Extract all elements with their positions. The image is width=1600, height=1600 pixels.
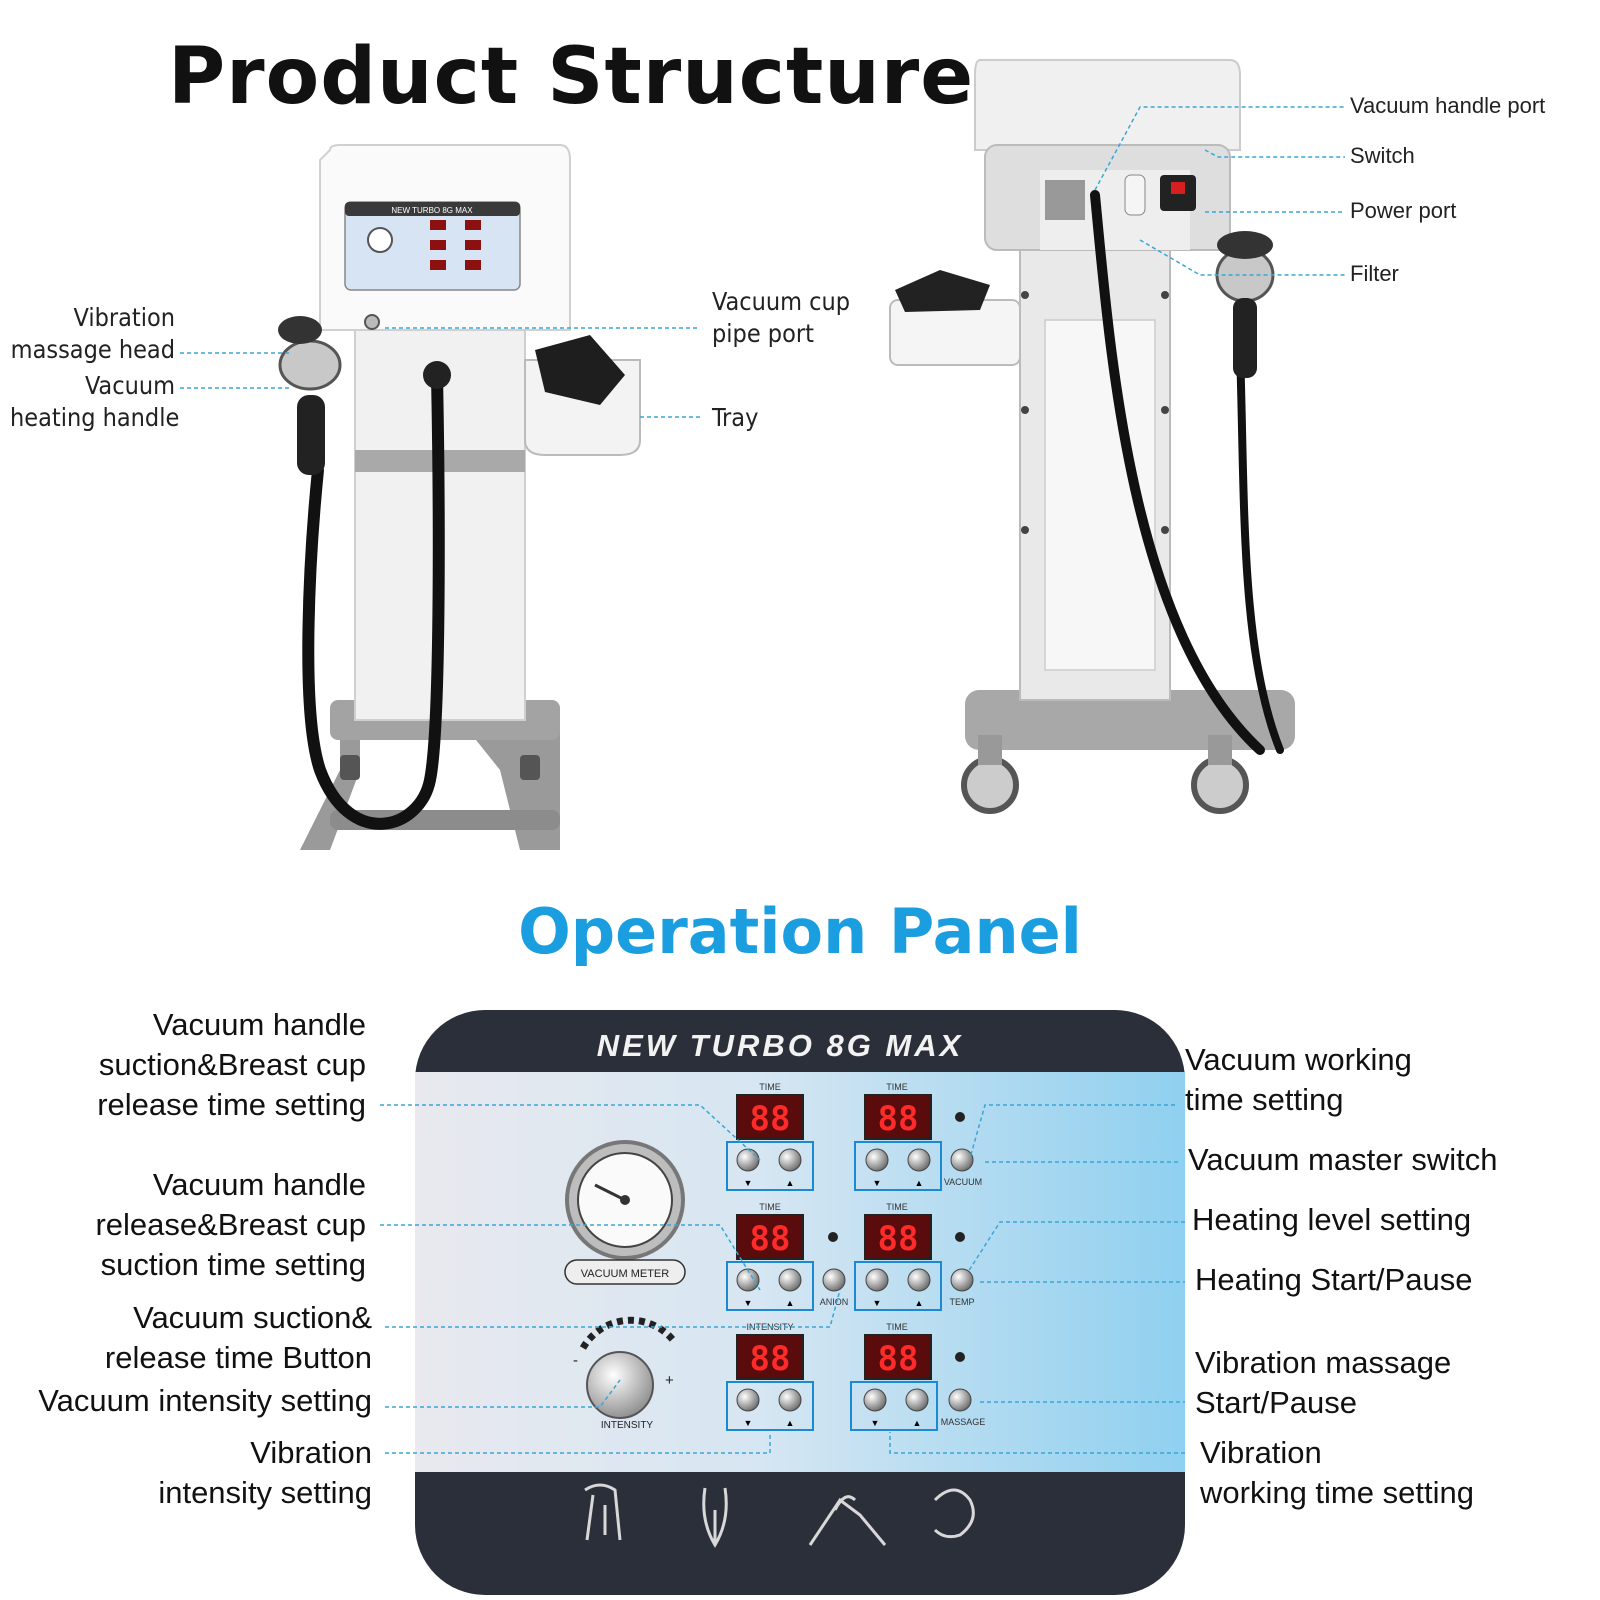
- knob-label: INTENSITY: [601, 1420, 654, 1431]
- callout-vacuum-intensity: Vacuum intensity setting: [38, 1383, 372, 1418]
- front-panel-brand: NEW TURBO 8G MAX: [391, 206, 473, 215]
- down-arrow: ▼: [873, 1178, 882, 1188]
- temp-label: TEMP: [949, 1297, 974, 1307]
- callout-vacuum-master-switch: Vacuum master switch: [1188, 1142, 1498, 1177]
- arm-icon: [933, 1488, 975, 1539]
- callout-heating-start: Heating Start/Pause: [1195, 1262, 1473, 1297]
- label-vibration-massage-head: Vibration massage head: [10, 303, 175, 364]
- legs-icon: [808, 1495, 887, 1546]
- down-arrow: ▼: [744, 1418, 753, 1428]
- down-arrow: ▼: [871, 1418, 880, 1428]
- lcd-display: 88: [750, 1339, 791, 1379]
- label-vacuum-handle-port: Vacuum handle port: [1350, 93, 1546, 118]
- panel-brand: NEW TURBO 8G MAX: [597, 1028, 964, 1063]
- down-arrow: ▼: [744, 1298, 753, 1308]
- label-vacuum-cup-pipe-port: Vacuum cup pipe port: [712, 287, 851, 348]
- knob-minus: -: [573, 1352, 578, 1369]
- down-arrow: ▼: [873, 1298, 882, 1308]
- time-label: TIME: [759, 1082, 781, 1092]
- operation-panel-illustration: NEW TURBO 8G MAX VACUUM METER + - INTENS…: [415, 1010, 1185, 1595]
- callout-vibration-time: Vibration working time setting: [1200, 1435, 1474, 1510]
- panel-leader-lines: [380, 1104, 1185, 1454]
- callout-heating-level: Heating level setting: [1192, 1202, 1472, 1237]
- massage-label: MASSAGE: [941, 1417, 986, 1427]
- rear-machine-illustration: [889, 59, 1295, 814]
- top-leader-lines: [180, 106, 1345, 418]
- down-arrow: ▼: [744, 1178, 753, 1188]
- gauge-label: VACUUM METER: [581, 1268, 669, 1280]
- time-label: TIME: [886, 1322, 908, 1332]
- label-power-port: Power port: [1350, 198, 1457, 223]
- label-filter: Filter: [1350, 261, 1399, 286]
- lcd-display: 88: [750, 1219, 791, 1259]
- time-label: TIME: [886, 1082, 908, 1092]
- time-label: TIME: [759, 1202, 781, 1212]
- up-arrow: ▲: [915, 1178, 924, 1188]
- lcd-display: 88: [878, 1099, 919, 1139]
- lcd-display: 88: [878, 1219, 919, 1259]
- operation-panel-title: Operation Panel: [518, 895, 1082, 968]
- time-label: TIME: [886, 1202, 908, 1212]
- product-structure-title: Product Structure: [168, 32, 975, 122]
- front-machine-illustration: NEW TURBO 8G MAX: [278, 144, 641, 850]
- callout-vibration-intensity: Vibration intensity setting: [158, 1435, 372, 1510]
- vacuum-label: VACUUM: [944, 1177, 982, 1187]
- up-arrow: ▲: [913, 1418, 922, 1428]
- callout-time-button: Vacuum suction& release time Button: [104, 1300, 372, 1375]
- body-back-icon: [584, 1483, 622, 1541]
- callout-release-suction-time: Vacuum handle release&Breast cup suction…: [95, 1167, 366, 1282]
- callout-vacuum-working-time: Vacuum working time setting: [1185, 1042, 1412, 1117]
- up-arrow: ▲: [786, 1178, 795, 1188]
- lcd-display: 88: [878, 1339, 919, 1379]
- callout-vibration-start: Vibration massage Start/Pause: [1195, 1345, 1452, 1420]
- anion-label: ANION: [820, 1297, 849, 1307]
- up-arrow: ▲: [786, 1298, 795, 1308]
- label-vacuum-heating-handle: Vacuum heating handle: [10, 371, 180, 432]
- up-arrow: ▲: [786, 1418, 795, 1428]
- label-tray: Tray: [712, 403, 759, 432]
- up-arrow: ▲: [915, 1298, 924, 1308]
- knob-plus: +: [665, 1372, 674, 1389]
- label-switch: Switch: [1350, 143, 1415, 168]
- buttocks-icon: [702, 1487, 728, 1548]
- lcd-display: 88: [750, 1099, 791, 1139]
- callout-suction-release-time: Vacuum handle suction&Breast cup release…: [97, 1007, 366, 1122]
